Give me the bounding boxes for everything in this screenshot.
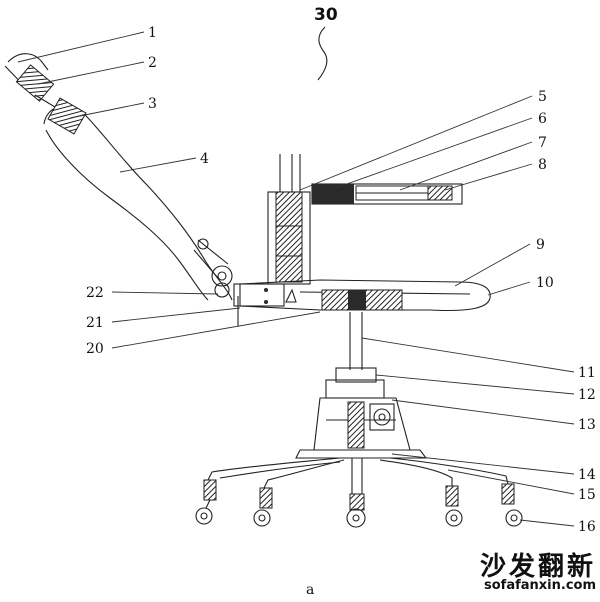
armrest <box>267 154 463 285</box>
label-9: 9 <box>536 237 545 253</box>
label-3: 3 <box>148 96 157 112</box>
label-7: 7 <box>538 135 547 151</box>
label-4: 4 <box>200 151 209 167</box>
gas-lift <box>313 312 411 451</box>
watermark-text: 沙发翻新 <box>479 552 596 582</box>
label-20: 20 <box>86 341 104 357</box>
label-22: 22 <box>86 285 104 301</box>
label-1: 1 <box>148 25 157 41</box>
label-6: 6 <box>538 111 547 127</box>
label-12: 12 <box>578 387 596 403</box>
figure-caption: a <box>306 582 314 598</box>
reference-numerals: 1 2 3 4 5 6 7 8 9 10 11 12 13 14 15 16 2… <box>86 25 596 535</box>
label-14: 14 <box>578 467 596 483</box>
label-15: 15 <box>578 487 596 503</box>
label-13: 13 <box>578 417 596 433</box>
figure-title: 30 <box>314 5 338 25</box>
casters <box>195 479 523 528</box>
label-21: 21 <box>86 315 104 331</box>
label-8: 8 <box>538 157 547 173</box>
label-10: 10 <box>536 275 554 291</box>
leader-lines <box>17 31 575 527</box>
label-11: 11 <box>578 365 596 381</box>
label-5: 5 <box>538 89 547 105</box>
title-wavy-line <box>317 26 328 81</box>
base-legs <box>207 449 509 494</box>
backrest <box>4 53 233 301</box>
label-2: 2 <box>148 55 157 71</box>
watermark-url: sofafanxin.com <box>484 578 596 593</box>
seat <box>233 279 491 326</box>
label-16: 16 <box>578 519 596 535</box>
